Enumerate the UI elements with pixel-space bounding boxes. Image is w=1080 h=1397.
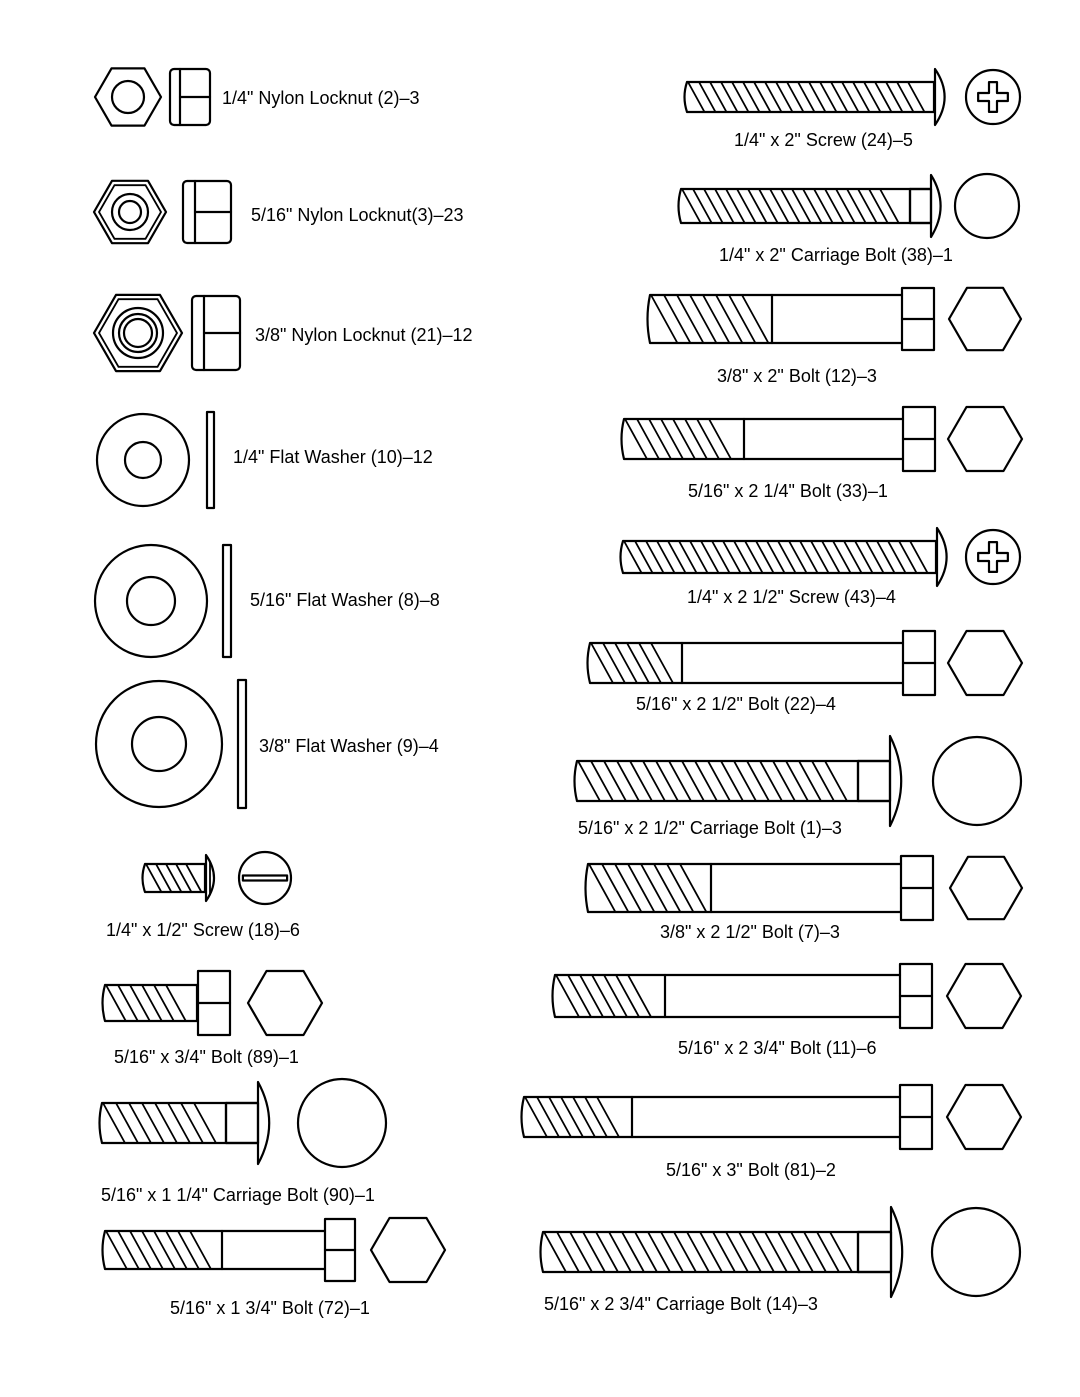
label-carriage-bolt-5-16x1-1-4: 5/16" x 1 1/4" Carriage Bolt (90)–1 — [101, 1185, 375, 1205]
label-nylon-locknut-3-8: 3/8" Nylon Locknut (21)–12 — [255, 325, 473, 345]
locknut-1-4-drawing — [93, 67, 212, 127]
label-bolt-5-16x3: 5/16" x 3" Bolt (81)–2 — [666, 1160, 836, 1180]
locknut-5-16-drawing — [92, 179, 233, 245]
label-screw-1-4x2: 1/4" x 2" Screw (24)–5 — [734, 130, 913, 150]
bolt-3-8x2-drawing — [646, 286, 1023, 352]
bolt-3-8x2-1-2-drawing — [584, 854, 1024, 922]
label-carriage-bolt-1-4x2: 1/4" x 2" Carriage Bolt (38)–1 — [719, 245, 953, 265]
label-bolt-5-16x2-3-4: 5/16" x 2 3/4" Bolt (11)–6 — [678, 1038, 877, 1058]
locknut-3-8-drawing — [92, 293, 242, 373]
bolt-5-16x1-3-4-drawing — [101, 1216, 447, 1284]
bolt-5-16x2-1-4-drawing — [620, 405, 1024, 473]
label-flat-washer-3-8: 3/8" Flat Washer (9)–4 — [259, 736, 439, 756]
screw-1-4x2-drawing — [683, 67, 1022, 127]
label-carriage-bolt-5-16x2-1-2: 5/16" x 2 1/2" Carriage Bolt (1)–3 — [578, 818, 842, 838]
label-bolt-5-16x2-1-4: 5/16" x 2 1/4" Bolt (33)–1 — [688, 481, 888, 501]
bolt-5-16x3-drawing — [520, 1083, 1023, 1151]
label-flat-washer-1-4: 1/4" Flat Washer (10)–12 — [233, 447, 433, 467]
bolt-5-16x3-4-drawing — [101, 969, 324, 1037]
label-bolt-5-16x3-4: 5/16" x 3/4" Bolt (89)–1 — [114, 1047, 299, 1067]
label-screw-1-4x2-1-2: 1/4" x 2 1/2" Screw (43)–4 — [687, 587, 896, 607]
label-nylon-locknut-1-4: 1/4" Nylon Locknut (2)–3 — [222, 88, 420, 108]
screw-1-4x1-2-drawing — [141, 850, 293, 906]
label-carriage-bolt-5-16x2-3-4: 5/16" x 2 3/4" Carriage Bolt (14)–3 — [544, 1294, 818, 1314]
carriage-5-16x2-1-2-drawing — [573, 734, 1023, 828]
flat-washer-1-4-drawing — [95, 410, 216, 510]
carriage-5-16x1-1-4-drawing — [98, 1077, 388, 1169]
bolt-5-16x2-3-4-drawing — [551, 962, 1023, 1030]
flat-washer-3-8-drawing — [94, 678, 248, 810]
carriage-5-16x2-3-4-drawing — [539, 1205, 1022, 1299]
bolt-5-16x2-1-2-drawing — [586, 629, 1024, 697]
label-nylon-locknut-5-16: 5/16" Nylon Locknut(3)–23 — [251, 205, 464, 225]
carriage-1-4x2-drawing — [677, 172, 1021, 240]
label-bolt-5-16x2-1-2: 5/16" x 2 1/2" Bolt (22)–4 — [636, 694, 836, 714]
label-bolt-3-8x2: 3/8" x 2" Bolt (12)–3 — [717, 366, 877, 386]
screw-1-4x2-1-2-drawing — [619, 526, 1022, 588]
label-bolt-3-8x2-1-2: 3/8" x 2 1/2" Bolt (7)–3 — [660, 922, 840, 942]
label-screw-1-4x1-2: 1/4" x 1/2" Screw (18)–6 — [106, 920, 300, 940]
label-flat-washer-5-16: 5/16" Flat Washer (8)–8 — [250, 590, 440, 610]
label-bolt-5-16x1-3-4: 5/16" x 1 3/4" Bolt (72)–1 — [170, 1298, 370, 1318]
flat-washer-5-16-drawing — [93, 543, 233, 659]
